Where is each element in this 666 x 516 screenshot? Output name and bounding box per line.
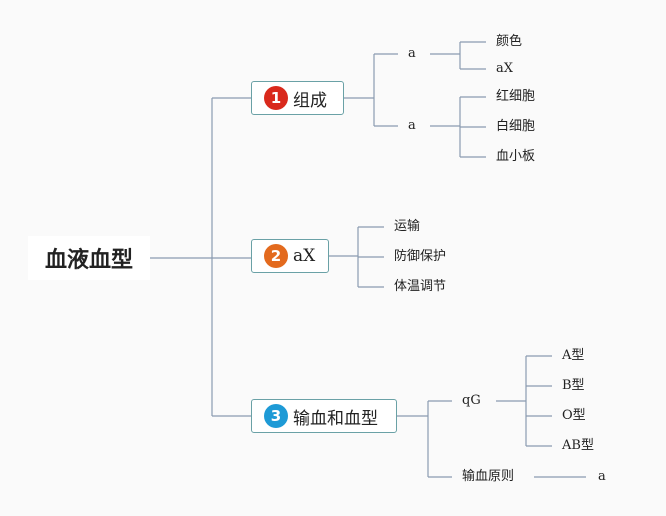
root-node[interactable]: 血液血型 bbox=[28, 236, 150, 280]
number-badge-2: 2 bbox=[264, 244, 288, 268]
number-badge-3: 3 bbox=[264, 404, 288, 428]
leaf-defense[interactable]: 防御保护 bbox=[394, 249, 447, 264]
number-badge-1: 1 bbox=[264, 86, 288, 110]
sub-node-blood-types[interactable]: qG bbox=[462, 393, 481, 408]
leaf-ax[interactable]: aX bbox=[496, 61, 514, 76]
branch-function[interactable]: 2 aX bbox=[251, 239, 329, 273]
leaf-type-a[interactable]: A型 bbox=[562, 348, 585, 363]
branch-label: aX bbox=[293, 246, 316, 266]
branch-label: 组成 bbox=[293, 90, 327, 111]
branch-transfusion[interactable]: 3 输血和血型 bbox=[251, 399, 397, 433]
leaf-white-blood-cell[interactable]: 白细胞 bbox=[496, 119, 536, 134]
leaf-red-blood-cell[interactable]: 红细胞 bbox=[496, 89, 536, 104]
leaf-platelet[interactable]: 血小板 bbox=[496, 149, 536, 164]
leaf-color[interactable]: 颜色 bbox=[496, 34, 523, 49]
sub-node-1b[interactable]: a bbox=[408, 118, 416, 133]
leaf-type-ab[interactable]: AB型 bbox=[562, 438, 594, 453]
branch-composition[interactable]: 1 组成 bbox=[251, 81, 344, 115]
leaf-type-b[interactable]: B型 bbox=[562, 378, 585, 393]
root-label: 血液血型 bbox=[44, 248, 133, 273]
sub-node-1a[interactable]: a bbox=[408, 46, 416, 61]
sub-node-transfusion-principle[interactable]: 输血原则 bbox=[462, 469, 515, 484]
leaf-principle-a[interactable]: a bbox=[598, 469, 606, 484]
branch-label: 输血和血型 bbox=[293, 408, 378, 429]
leaf-type-o[interactable]: O型 bbox=[562, 408, 586, 423]
leaf-transport[interactable]: 运输 bbox=[394, 219, 421, 234]
leaf-thermoregulation[interactable]: 体温调节 bbox=[394, 279, 447, 294]
